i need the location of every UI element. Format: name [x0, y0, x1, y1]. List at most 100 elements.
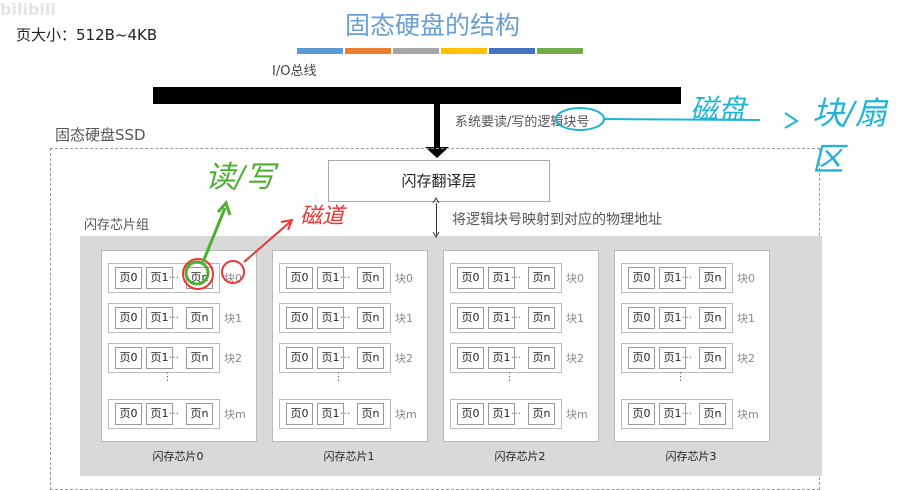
flash-page: 页n: [186, 347, 213, 369]
flash-page: 页0: [286, 267, 313, 289]
block-ellipsis: ⋮: [333, 370, 344, 383]
page-ellipsis: …: [169, 406, 179, 417]
flash-page: 页n: [528, 267, 555, 289]
annotation-block-sector: 块/扇区: [812, 94, 887, 178]
flash-page: 页n: [357, 267, 384, 289]
flash-translation-layer: 闪存翻译层: [328, 160, 550, 202]
block-label: 块0: [395, 272, 413, 285]
page-ellipsis: …: [511, 310, 521, 321]
flash-page: 页1: [146, 307, 173, 329]
chip-label: 闪存芯片2: [494, 450, 546, 463]
block-label: 块m: [737, 408, 759, 421]
page-ellipsis: …: [511, 350, 521, 361]
color-bar: [537, 48, 583, 54]
flash-page: 页1: [488, 267, 515, 289]
flash-page: 页1: [317, 307, 344, 329]
flash-page: 页0: [628, 307, 655, 329]
flash-page: 页0: [286, 347, 313, 369]
color-bar: [489, 48, 535, 54]
chip-label: 闪存芯片0: [152, 450, 204, 463]
block-label: 块0: [566, 272, 584, 285]
block-label: 块2: [566, 352, 584, 365]
flash-page: 页0: [286, 403, 313, 425]
flash-page: 页1: [317, 347, 344, 369]
flash-page: 页n: [699, 403, 726, 425]
flash-page: 页n: [528, 307, 555, 329]
color-bar: [297, 48, 343, 54]
annotation-disk: 磁盘: [690, 93, 747, 126]
page-ellipsis: …: [169, 350, 179, 361]
double-arrow-icon: [436, 203, 437, 235]
flash-page: 页1: [659, 347, 686, 369]
page-ellipsis: …: [682, 270, 692, 281]
flash-page: 页1: [659, 307, 686, 329]
flash-page: 页0: [457, 403, 484, 425]
flash-page: 页n: [699, 347, 726, 369]
chip-group-label: 闪存芯片组: [84, 218, 150, 233]
flash-page: 页n: [186, 307, 213, 329]
chip-label: 闪存芯片1: [323, 450, 375, 463]
down-arrow-icon: [425, 147, 449, 158]
flash-page: 页1: [488, 347, 515, 369]
block-ellipsis: ⋮: [504, 370, 515, 383]
flash-page: 页1: [146, 403, 173, 425]
block-label: 块2: [395, 352, 413, 365]
block-label: 块1: [566, 312, 584, 325]
flash-page: 页0: [457, 347, 484, 369]
flash-page: 页1: [659, 403, 686, 425]
page-ellipsis: …: [682, 310, 692, 321]
block-ellipsis: ⋮: [162, 370, 173, 383]
block-label: 块0: [737, 272, 755, 285]
block-label: 块2: [737, 352, 755, 365]
block-label: 块1: [737, 312, 755, 325]
page-ellipsis: …: [682, 350, 692, 361]
flash-page: 页1: [146, 267, 173, 289]
io-bus: [153, 87, 681, 104]
page-ellipsis: …: [511, 270, 521, 281]
color-bar: [441, 48, 487, 54]
io-bus-label: I/O总线: [272, 64, 317, 79]
flash-page: 页0: [628, 403, 655, 425]
block-ellipsis: ⋮: [675, 370, 686, 383]
flash-page: 页0: [115, 347, 142, 369]
block-label: 块m: [566, 408, 588, 421]
flash-page: 页n: [699, 307, 726, 329]
flash-page: 页n: [699, 267, 726, 289]
flash-page: 页0: [628, 267, 655, 289]
flash-page: 页0: [628, 347, 655, 369]
annotation-strokes: [182, 107, 799, 290]
block-label: 块2: [224, 352, 242, 365]
block-label: 块m: [395, 408, 417, 421]
flash-page: 页n: [528, 347, 555, 369]
mapping-label: 将逻辑块号映射到对应的物理地址: [452, 212, 662, 228]
page-ellipsis: …: [340, 270, 350, 281]
annotation-read-write: 读/写: [205, 160, 276, 195]
flash-page: 页0: [115, 403, 142, 425]
flash-page: 页1: [317, 403, 344, 425]
page-ellipsis: …: [511, 406, 521, 417]
flash-page: 页0: [115, 307, 142, 329]
watermark: bilibili: [0, 0, 56, 19]
flash-page: 页1: [488, 307, 515, 329]
flash-page: 页n: [357, 307, 384, 329]
annotation-track: 磁道: [300, 204, 345, 229]
bus-arrow-shaft: [434, 104, 440, 149]
flash-page: 页0: [286, 307, 313, 329]
page-ellipsis: …: [340, 406, 350, 417]
